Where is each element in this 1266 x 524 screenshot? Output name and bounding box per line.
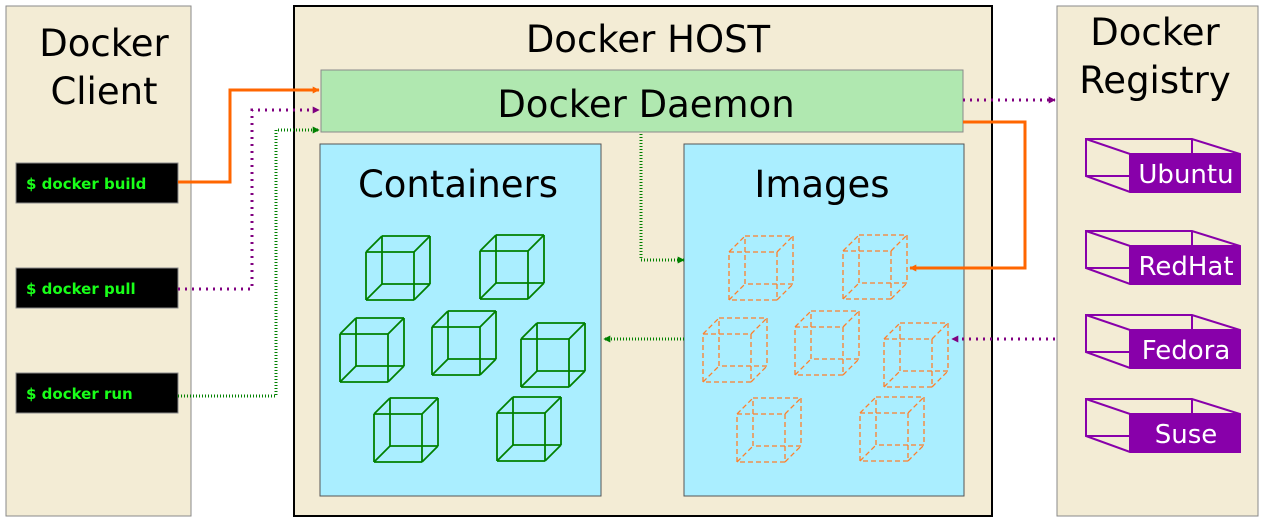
pull-arrow-to-daemon [178,106,320,291]
box-icon [1085,230,1241,285]
containers-panel [319,143,602,497]
dashed-cube-icon [883,322,949,388]
cube-icon [373,397,439,463]
images-panel [683,143,965,497]
registry-image-suse[interactable]: Suse [1085,398,1241,453]
registry-image-label: Fedora [1142,336,1231,366]
registry-image-label: RedHat [1138,252,1233,282]
command-docker-run[interactable]: $ docker run [15,372,179,414]
cube-icon [365,235,431,301]
docker-client-panel [5,5,192,517]
registry-image-label: Suse [1155,420,1218,450]
dashed-cube-icon [794,310,860,376]
command-label: $ docker run [26,385,133,403]
run-arrow-to-daemon [178,126,320,398]
cube-icon [339,317,405,383]
dashed-cube-icon [842,234,908,300]
registry-image-label-bg [1131,330,1239,367]
pull-flow [178,96,1056,343]
image-cubes [702,234,949,463]
containers-title: Containers [358,163,558,206]
build-arrow-to-daemon [178,86,320,184]
registry-title-line1: Docker [1090,11,1220,54]
registry-image-label-bg [1131,246,1239,283]
registry-image-fedora[interactable]: Fedora [1085,314,1241,369]
build-arrow-to-images [909,120,1027,272]
dashed-cube-icon [859,396,925,462]
command-label: $ docker pull [26,280,136,298]
cube-icon [496,396,562,462]
daemon-label: Docker Daemon [497,83,794,126]
command-label: $ docker build [26,175,146,193]
cube-icon [520,322,586,388]
command-docker-pull[interactable]: $ docker pull [15,267,179,309]
registry-image-label: Ubuntu [1138,160,1233,190]
registry-image-label-bg [1131,154,1239,191]
container-cubes [339,234,586,463]
box-icon [1085,398,1241,453]
cube-icon [431,310,497,376]
dashed-cube-icon [728,235,794,301]
registry-image-label-bg [1131,414,1239,451]
run-flow [178,126,685,398]
client-title-line1: Docker [39,22,169,65]
registry-image-ubuntu[interactable]: Ubuntu [1085,138,1241,193]
registry-title-line2: Registry [1079,59,1230,102]
docker-daemon[interactable]: Docker Daemon [320,69,964,133]
host-title: Docker HOST [526,18,771,61]
dashed-cube-icon [702,317,768,383]
box-icon [1085,314,1241,369]
build-flow [178,86,1027,272]
dashed-cube-icon [736,397,802,463]
command-docker-build[interactable]: $ docker build [15,162,179,204]
box-icon [1085,138,1241,193]
images-title: Images [754,163,889,206]
client-title-line2: Client [50,70,157,113]
run-arrow-to-images [639,134,685,264]
cube-icon [479,234,545,300]
registry-image-redhat[interactable]: RedHat [1085,230,1241,285]
